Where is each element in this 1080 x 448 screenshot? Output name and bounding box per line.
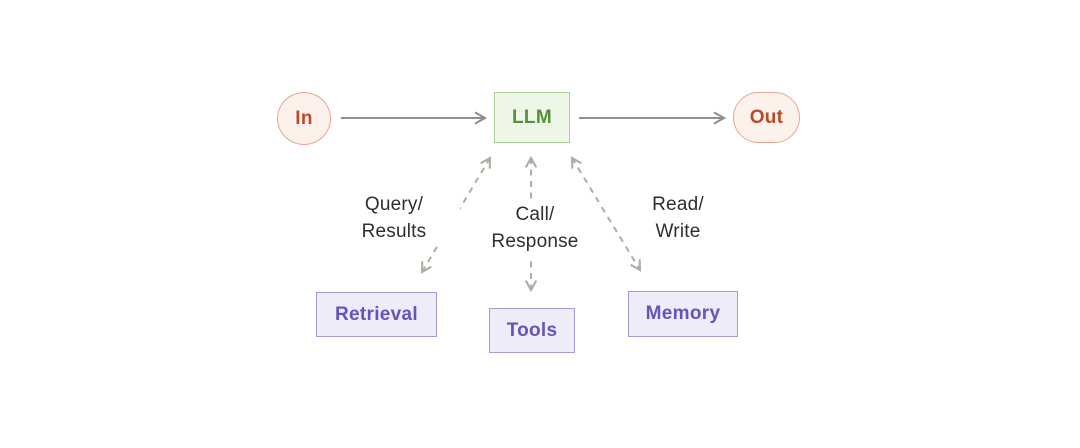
node-retrieval: Retrieval: [316, 292, 437, 337]
label-call-response: Call/ Response: [469, 202, 601, 256]
label-read-write: Read/ Write: [634, 192, 722, 246]
node-out-label: Out: [749, 106, 784, 128]
label-query-line1: Query/: [364, 194, 424, 215]
label-read-line1: Read/: [652, 194, 704, 215]
node-memory-label: Memory: [645, 303, 721, 324]
node-tools-label: Tools: [506, 319, 558, 341]
node-llm-label: LLM: [512, 106, 552, 128]
node-in: In: [277, 92, 331, 145]
label-call-line2: Response: [491, 230, 579, 252]
label-query-results: Query/ Results: [328, 192, 460, 246]
node-out: Out: [733, 92, 800, 143]
node-tools: Tools: [489, 308, 575, 353]
label-query-line2: Results: [361, 220, 427, 242]
node-retrieval-label: Retrieval: [335, 303, 418, 325]
label-read-line2: Write: [655, 220, 701, 242]
node-memory: Memory: [628, 291, 738, 337]
node-in-label: In: [295, 107, 313, 129]
node-llm: LLM: [494, 92, 570, 143]
label-call-line1: Call/: [515, 204, 555, 225]
